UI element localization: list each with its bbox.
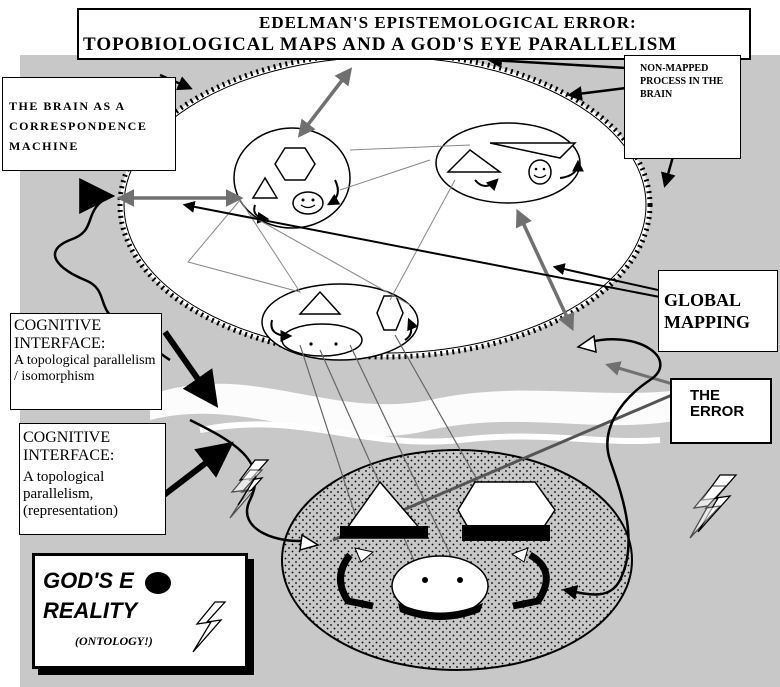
nerve-lower bbox=[189, 418, 311, 543]
hexagon-bottom bbox=[376, 295, 404, 331]
ci1-arrow bbox=[162, 330, 219, 408]
gods-eye-label: GOD'S E bbox=[43, 568, 134, 593]
error-box: THE ERROR bbox=[670, 378, 772, 444]
reality-label: REALITY bbox=[43, 598, 138, 623]
non-mapped-label: NON-MAPPED PROCESS IN THE BRAIN bbox=[640, 63, 724, 100]
error-label: THE ERROR bbox=[690, 387, 745, 420]
global-mapping-line bbox=[182, 200, 666, 299]
nerve-tip-lower bbox=[299, 533, 320, 552]
swirl-bottom-b bbox=[404, 317, 419, 341]
world-swirl-left bbox=[337, 552, 374, 610]
wedge-right bbox=[489, 142, 577, 159]
ontology-label: (ONTOLOGY!) bbox=[75, 634, 153, 648]
nerve-right bbox=[562, 338, 662, 600]
title-box: EDELMAN'S EPISTEMOLOGICAL ERROR: TOPOBIO… bbox=[77, 8, 751, 60]
nerve-tip-right bbox=[576, 334, 597, 354]
global-mapping-box: GLOBAL MAPPING bbox=[658, 270, 778, 352]
world-hexagon-shadow bbox=[462, 525, 550, 541]
gods-eye-box: GOD'S E REALITY (ONTOLOGY!) bbox=[32, 553, 248, 669]
smiley-left bbox=[292, 191, 324, 215]
map-connector-lines bbox=[187, 144, 471, 306]
world-swirl-right bbox=[512, 551, 550, 610]
swirl-right-a bbox=[474, 178, 499, 192]
swirl-right-b bbox=[559, 159, 584, 179]
triangle-left bbox=[251, 176, 279, 199]
brain-label: THE BRAIN AS A CORRESPONDENCE MACHINE bbox=[9, 99, 148, 153]
ci2-arrow bbox=[162, 441, 234, 498]
ci2-heading: COGNITIVE INTERFACE: bbox=[23, 429, 115, 464]
smiley-bottom bbox=[281, 323, 363, 357]
world-triangle-shadow bbox=[340, 526, 428, 538]
smiley-right bbox=[528, 159, 552, 185]
cognitive-interface-box-1: COGNITIVE INTERFACE: A topological paral… bbox=[10, 313, 162, 410]
triangle-right bbox=[446, 149, 503, 173]
god-lightning-icon bbox=[192, 601, 227, 653]
hexagon-left bbox=[274, 147, 316, 181]
reentry-arrows bbox=[116, 67, 575, 332]
triangle-bottom bbox=[298, 290, 342, 315]
lightning-bolts bbox=[229, 459, 738, 539]
swirl-left-b bbox=[326, 179, 341, 206]
projection-lines bbox=[299, 334, 501, 586]
brain-label-box: THE BRAIN AS A CORRESPONDENCE MACHINE bbox=[2, 77, 176, 171]
ci1-heading: COGNITIVE INTERFACE: bbox=[14, 317, 106, 352]
wave-band-lower bbox=[199, 421, 661, 445]
title-line-1: EDELMAN'S EPISTEMOLOGICAL ERROR: bbox=[259, 13, 637, 32]
global-mapping-label: GLOBAL MAPPING bbox=[664, 290, 750, 332]
ci1-body: A topological parallelism / isomorphism bbox=[14, 353, 156, 384]
global-mapping-pointer bbox=[552, 263, 659, 291]
ci2-body: A topological parallelism, (representati… bbox=[23, 469, 118, 519]
cognitive-interface-box-2: COGNITIVE INTERFACE: A topological paral… bbox=[19, 423, 166, 535]
swirl-bottom-a bbox=[270, 319, 293, 342]
eye-icon bbox=[145, 572, 171, 594]
title-line-2: TOPOBIOLOGICAL MAPS AND A GOD'S EYE PARA… bbox=[83, 34, 678, 55]
non-mapped-box: NON-MAPPED PROCESS IN THE BRAIN bbox=[624, 55, 741, 159]
swirl-left-a bbox=[253, 204, 270, 224]
world-face-mouth bbox=[398, 603, 483, 620]
